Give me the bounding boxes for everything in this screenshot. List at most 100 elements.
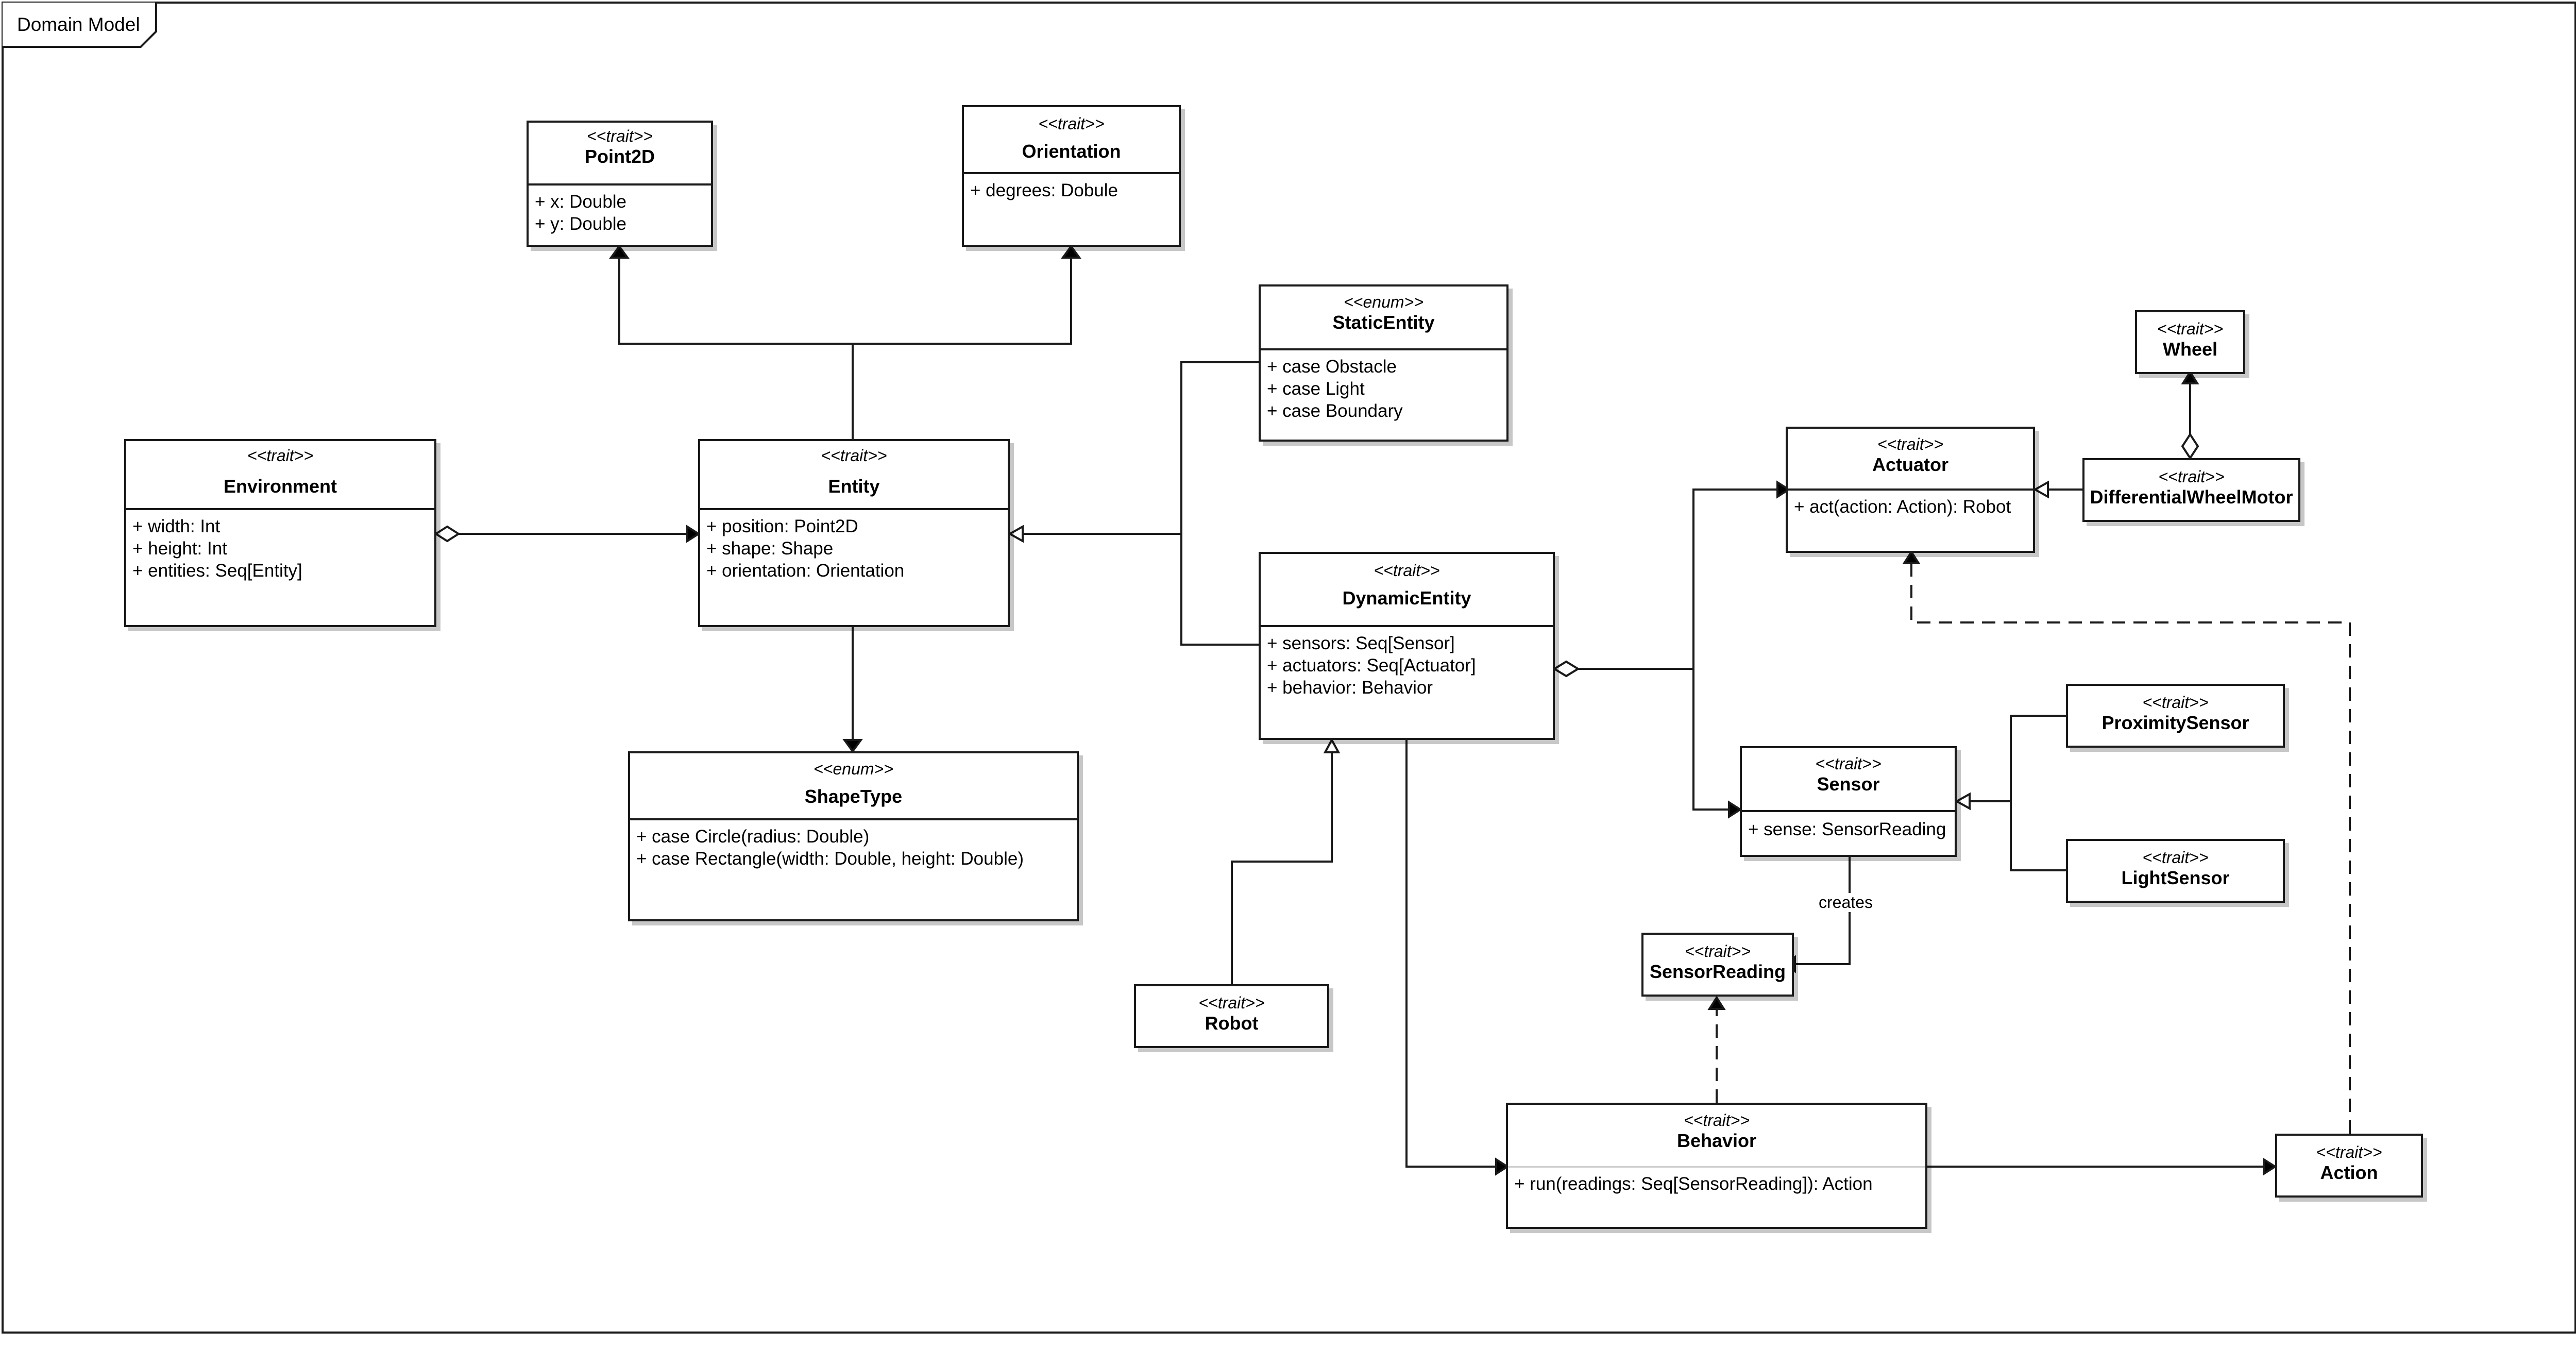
edge-staticentity-entity (1180, 361, 1259, 646)
class-name: LightSensor (2121, 867, 2230, 888)
generalization-triangle-actuator (2032, 480, 2049, 499)
class-entity[interactable]: <<trait>> Entity + position: Point2D + s… (698, 439, 1010, 627)
frame-title: Domain Model (17, 14, 140, 35)
arrowhead-behavior (1495, 1157, 1510, 1176)
stereotype: <<trait>> (1683, 1111, 1750, 1130)
arrowhead-action (2263, 1157, 2277, 1176)
attribute: + shape: Shape (706, 538, 834, 559)
class-dynamic-entity[interactable]: <<trait>> DynamicEntity + sensors: Seq[S… (1259, 552, 1555, 740)
stereotype: <<trait>> (1877, 435, 1944, 453)
arrowhead-orientation (1061, 244, 1081, 259)
arrowhead-sensorreading-dep (1707, 996, 1726, 1010)
class-name: SensorReading (1649, 961, 1786, 982)
class-shape-type[interactable]: <<enum>> ShapeType + case Circle(radius:… (628, 751, 1079, 921)
class-point2d[interactable]: <<trait>> Point2D + x: Double + y: Doubl… (527, 121, 713, 247)
generalization-triangle-entity (1007, 525, 1024, 543)
class-name: Orientation (1022, 141, 1121, 162)
class-name: Point2D (584, 146, 655, 167)
generalization-triangle-sensor (1954, 792, 1971, 811)
class-name: Actuator (1872, 454, 1948, 475)
stereotype: <<trait>> (1684, 942, 1751, 961)
edge-hub-sensor (1692, 669, 1732, 811)
attribute: + case Boundary (1267, 401, 1403, 421)
edge-proximitysensor-sensor (2010, 715, 2066, 871)
class-proximity-sensor[interactable]: <<trait>> ProximitySensor (2066, 684, 2285, 748)
arrowhead-point2d (609, 244, 630, 259)
stereotype: <<trait>> (1374, 561, 1440, 580)
class-name: ProximitySensor (2102, 712, 2249, 733)
class-wheel[interactable]: <<trait>> Wheel (2135, 310, 2245, 374)
class-name: Robot (1205, 1013, 1259, 1034)
edge-dynamicentity-behavior (1405, 740, 1499, 1168)
class-behavior[interactable]: <<trait>> Behavior + run(readings: Seq[S… (1506, 1103, 1927, 1229)
edge-robot-dynamicentity (1231, 752, 1333, 985)
edge-action-actuator (1910, 562, 2351, 1134)
aggregation-diamond-environment (434, 525, 461, 543)
stereotype: <<trait>> (247, 446, 314, 465)
arrowhead-actuator (1776, 480, 1791, 499)
attribute: + behavior: Behavior (1267, 678, 1433, 698)
frame-title-tab: Domain Model (2, 2, 159, 48)
stereotype: <<trait>> (2142, 848, 2209, 867)
attribute: + position: Point2D (706, 516, 858, 536)
class-environment[interactable]: <<trait>> Environment + width: Int + hei… (124, 439, 436, 627)
class-sensor[interactable]: <<trait>> Sensor + sense: SensorReading (1740, 746, 1957, 857)
class-name: Behavior (1676, 1130, 1757, 1151)
stereotype: <<trait>> (1815, 754, 1882, 773)
class-name: Wheel (2162, 339, 2217, 360)
class-differential-wheel-motor[interactable]: <<trait>> DifferentialWheelMotor (2082, 458, 2300, 522)
class-static-entity[interactable]: <<enum>> StaticEntity + case Obstacle + … (1259, 284, 1509, 442)
class-name: Entity (828, 476, 880, 497)
edge-label-creates: creates (1817, 893, 1875, 912)
attribute: + case Rectangle(width: Double, height: … (636, 849, 1024, 869)
stereotype: <<trait>> (1038, 114, 1105, 133)
class-name: Action (2320, 1162, 2378, 1183)
attribute: + sense: SensorReading (1748, 819, 1946, 839)
class-name: StaticEntity (1332, 312, 1435, 333)
class-name: Environment (223, 476, 337, 497)
attribute: + degrees: Dobule (970, 180, 1118, 200)
attribute: + case Obstacle (1267, 357, 1397, 377)
attribute: + act(action: Action): Robot (1794, 497, 2011, 517)
stereotype: <<trait>> (1198, 993, 1265, 1012)
arrowhead-sensor (1728, 800, 1742, 819)
stereotype: <<trait>> (2316, 1143, 2382, 1161)
stereotype: <<trait>> (2142, 693, 2209, 712)
class-name: DynamicEntity (1342, 587, 1471, 609)
class-light-sensor[interactable]: <<trait>> LightSensor (2066, 839, 2285, 903)
arrowhead-shapetype (842, 739, 863, 753)
arrowhead-entity (686, 525, 701, 543)
stereotype: <<trait>> (586, 127, 653, 145)
generalization-triangle-dynamicentity (1323, 737, 1341, 753)
attribute: + orientation: Orientation (706, 561, 905, 581)
edge-sensor-sensorreading (1793, 856, 1851, 965)
class-actuator[interactable]: <<trait>> Actuator + act(action: Action)… (1786, 427, 2035, 553)
stereotype: <<enum>> (1344, 293, 1423, 311)
class-robot[interactable]: <<trait>> Robot (1134, 984, 1329, 1048)
attribute: + height: Int (132, 538, 227, 559)
class-sensor-reading[interactable]: <<trait>> SensorReading (1641, 933, 1794, 997)
arrowhead-actuator-dep (1902, 550, 1921, 564)
attribute: + y: Double (535, 214, 627, 234)
class-orientation[interactable]: <<trait>> Orientation + degrees: Dobule (962, 105, 1181, 247)
stereotype: <<trait>> (2158, 467, 2225, 486)
stereotype: <<enum>> (814, 760, 893, 778)
class-action[interactable]: <<trait>> Action (2275, 1134, 2423, 1198)
attribute: + case Light (1267, 379, 1365, 399)
aggregation-diamond-dwm (2181, 432, 2199, 460)
attribute: + case Circle(radius: Double) (636, 827, 870, 847)
attribute: + x: Double (535, 192, 627, 212)
attribute: + run(readings: Seq[SensorReading]): Act… (1514, 1174, 1873, 1194)
attribute: + sensors: Seq[Sensor] (1267, 633, 1455, 653)
arrowhead-wheel (2181, 370, 2199, 384)
stereotype: <<trait>> (2157, 319, 2224, 338)
edge-entity-orientation (853, 250, 1072, 345)
class-name: ShapeType (804, 786, 903, 807)
edge-entity-point2d (618, 250, 854, 441)
class-name: DifferentialWheelMotor (2090, 486, 2293, 508)
class-name: Sensor (1817, 773, 1880, 795)
edge-hub-actuator (1692, 488, 1781, 669)
attribute: + entities: Seq[Entity] (132, 561, 302, 581)
